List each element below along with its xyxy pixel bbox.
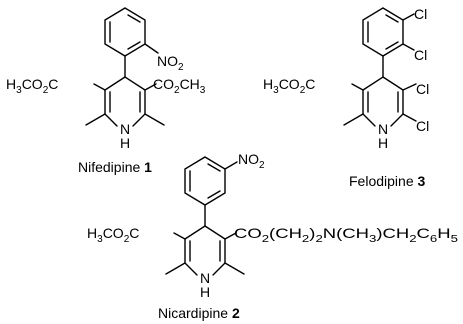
nifedipine-h-label: H — [120, 135, 130, 151]
felodipine-n-label: N — [378, 121, 388, 137]
felodipine-h-label: H — [378, 135, 388, 151]
nicardipine-dhp-ring — [165, 225, 245, 276]
felodipine-aryl-cl-label-2: Cl — [414, 47, 427, 63]
nifedipine-dhp-ring — [85, 76, 165, 127]
nifedipine-no2-label: NO2 — [157, 53, 184, 73]
nicardipine-aryl-ring — [184, 156, 238, 227]
nifedipine-caption: Nifedipine 1 — [78, 159, 152, 175]
nicardipine-n-label: N — [200, 270, 210, 286]
nicardipine-h-label: H — [200, 284, 210, 300]
felodipine-ring-cl-label-1: Cl — [416, 81, 429, 97]
nicardipine-left-ester-label: H3CO2C — [87, 225, 139, 245]
felodipine-aryl-ring — [362, 7, 415, 78]
felodipine-caption: Felodipine 3 — [349, 173, 426, 189]
structure-nifedipine: NO2 N H H3CO2C CO2CH3 Nifedipine 1 — [6, 7, 206, 175]
nifedipine-n-label: N — [120, 121, 130, 137]
felodipine-left-ester-label: H3CO2C — [263, 76, 315, 96]
nicardipine-no2-label: NO2 — [238, 151, 265, 171]
nifedipine-left-ester-label: H3CO2C — [6, 76, 58, 96]
nifedipine-aryl-ring — [104, 7, 159, 78]
felodipine-ring-cl-label-2: Cl — [416, 118, 429, 134]
felodipine-dhp-ring — [343, 76, 417, 127]
structure-felodipine: Cl Cl Cl Cl N H H3CO2C Felodipine 3 — [263, 6, 429, 189]
felodipine-aryl-cl-label-1: Cl — [414, 6, 427, 22]
nifedipine-right-ester-label: CO2CH3 — [153, 76, 206, 96]
nicardipine-caption: Nicardipine 2 — [158, 305, 240, 321]
